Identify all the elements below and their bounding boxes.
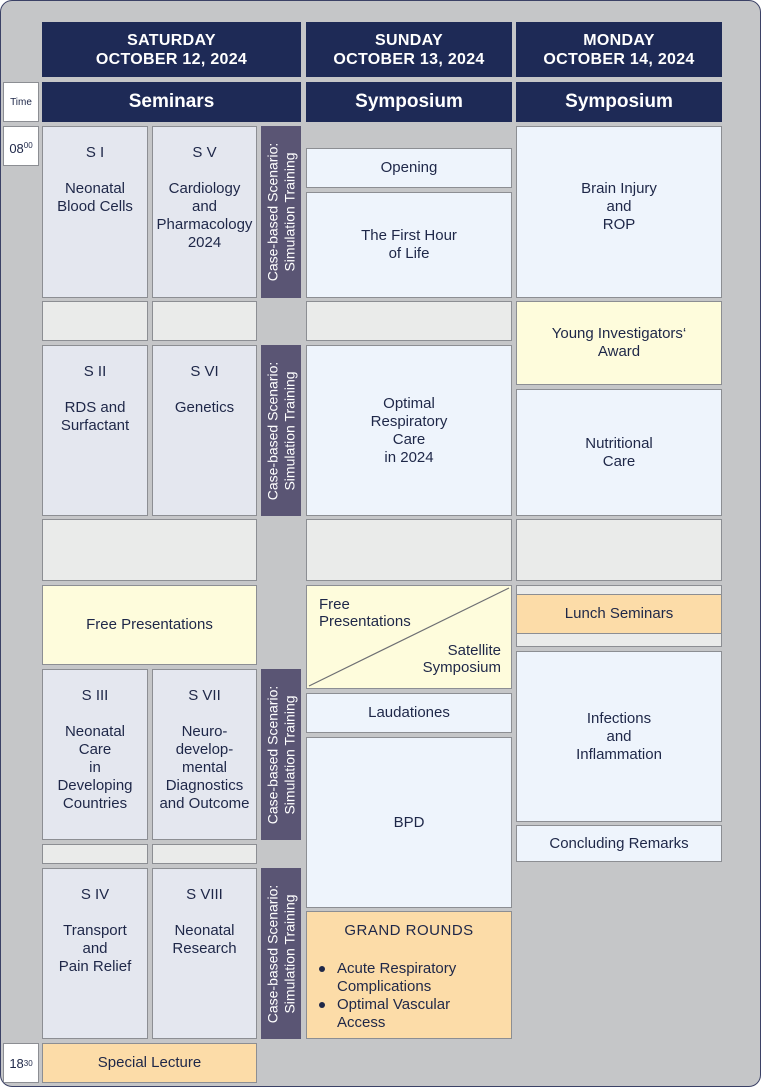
seminar-s6: S VI Genetics xyxy=(152,345,257,516)
saturday-break-1b xyxy=(152,301,257,341)
sunday-subheader: Symposium xyxy=(306,82,512,122)
seminar-s4: S IV Transport and Pain Relief xyxy=(42,868,148,1039)
sunday-laudationes: Laudationes xyxy=(306,693,512,733)
seminar-s2: S II RDS and Surfactant xyxy=(42,345,148,516)
monday-header: MONDAY OCTOBER 14, 2024 xyxy=(516,22,722,77)
simulation-training-block-4: Case-based Scenario:Simulation Training xyxy=(261,868,301,1039)
monday-nutritional-care: Nutritional Care xyxy=(516,389,722,516)
saturday-subheader: Seminars xyxy=(42,82,301,122)
saturday-break-3b xyxy=(152,844,257,864)
satellite-symposium-label: Satellite Symposium xyxy=(422,642,501,676)
list-item: Acute Respiratory Complications xyxy=(317,960,456,996)
sunday-header: SUNDAY OCTOBER 13, 2024 xyxy=(306,22,512,77)
monday-break-1 xyxy=(516,519,722,581)
sunday-opening: Opening xyxy=(306,148,512,188)
bullet-icon xyxy=(319,1002,325,1008)
special-lecture: Special Lecture xyxy=(42,1043,257,1083)
sunday-first-hour: The First Hour of Life xyxy=(306,192,512,298)
monday-subheader: Symposium xyxy=(516,82,722,122)
seminar-s1: S I Neonatal Blood Cells xyxy=(42,126,148,298)
simulation-training-block-1: Case-based Scenario:Simulation Training xyxy=(261,126,301,298)
list-item: Optimal Vascular Access xyxy=(317,996,456,1032)
saturday-break-1a xyxy=(42,301,148,341)
diagonal-divider xyxy=(308,587,510,687)
seminar-s3: S III Neonatal Care in Developing Countr… xyxy=(42,669,148,840)
monday-young-investigators: Young Investigators‘ Award xyxy=(516,301,722,385)
saturday-free-presentations: Free Presentations xyxy=(42,585,257,665)
saturday-break-2 xyxy=(42,519,257,581)
grand-rounds-list: Acute Respiratory Complications Optimal … xyxy=(317,960,456,1032)
sunday-break-2 xyxy=(306,519,512,581)
monday-concluding-remarks: Concluding Remarks xyxy=(516,825,722,862)
grand-rounds-title: GRAND ROUNDS xyxy=(344,922,474,939)
monday-infections: Infections and Inflammation xyxy=(516,651,722,822)
sunday-bpd: BPD xyxy=(306,737,512,908)
monday-brain-injury: Brain Injury and ROP xyxy=(516,126,722,298)
sunday-break-1 xyxy=(306,301,512,341)
sunday-free-presentations-label: Free Presentations xyxy=(319,596,411,630)
seminar-s8: S VIII Neonatal Research xyxy=(152,868,257,1039)
sunday-respiratory-care: Optimal Respiratory Care in 2024 xyxy=(306,345,512,516)
seminar-s7: S VII Neuro- develop- mental Diagnostics… xyxy=(152,669,257,840)
sunday-free-presentations-satellite: Free Presentations Satellite Symposium xyxy=(306,585,512,689)
bullet-icon xyxy=(319,966,325,972)
seminar-s5: S V Cardiology and Pharmacology 2024 xyxy=(152,126,257,298)
monday-lunch-seminars: Lunch Seminars xyxy=(516,594,722,634)
simulation-training-block-2: Case-based Scenario:Simulation Training xyxy=(261,345,301,516)
simulation-training-block-3: Case-based Scenario:Simulation Training xyxy=(261,669,301,840)
saturday-break-3a xyxy=(42,844,148,864)
sunday-grand-rounds: GRAND ROUNDS Acute Respiratory Complicat… xyxy=(306,911,512,1039)
saturday-header: SATURDAY OCTOBER 12, 2024 xyxy=(42,22,301,77)
time-column-label: Time xyxy=(3,82,39,122)
